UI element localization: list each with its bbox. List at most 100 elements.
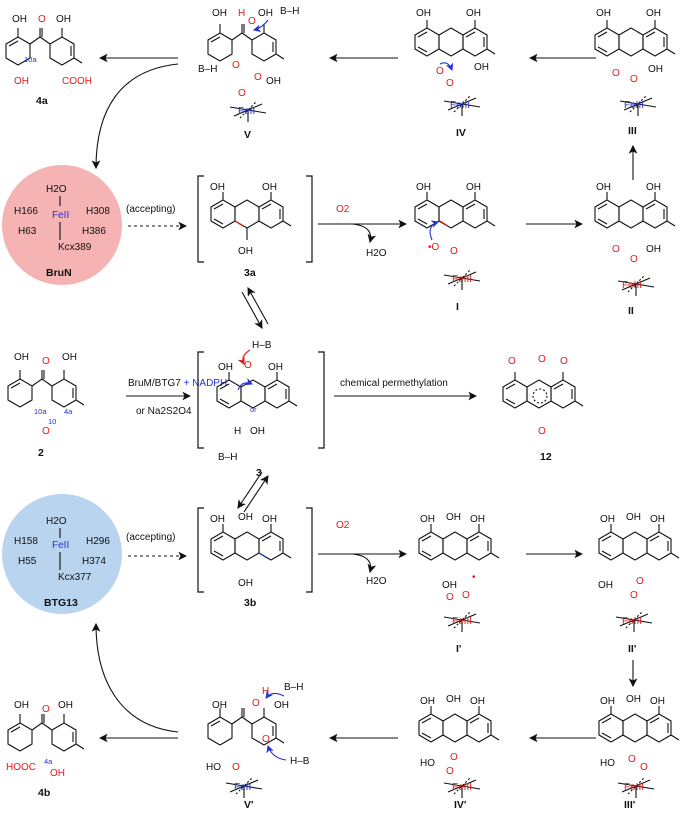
svg-text:OH: OH	[238, 246, 253, 257]
label-Vp: V'	[244, 799, 254, 811]
svg-text:FeII: FeII	[52, 540, 69, 551]
svg-text:10a: 10a	[34, 407, 47, 416]
svg-text:H374: H374	[82, 556, 106, 567]
svg-text:O: O	[612, 244, 620, 255]
svg-text:OH: OH	[416, 182, 431, 193]
svg-text:OH: OH	[646, 182, 661, 193]
svg-text:FeII: FeII	[52, 210, 69, 221]
reduce-line1: BruM/BTG7 + NADPH	[128, 378, 227, 389]
compound-IIp: OH OH OH OH O O FeIII II'	[598, 512, 680, 655]
label-IIIp: III'	[624, 799, 635, 811]
svg-text:or: or	[250, 405, 257, 414]
compound-4a: OH O OH 10a OH COOH 4a	[5, 14, 92, 107]
h2o-top: H2O	[366, 248, 387, 259]
svg-text:O: O	[252, 698, 260, 709]
compound-2: OH O OH 10a 4a 10 O 2	[7, 352, 85, 459]
svg-text:OH: OH	[210, 514, 225, 525]
svg-text:H166: H166	[14, 206, 38, 217]
label-3a: 3a	[244, 267, 256, 279]
arrow-to-BTG13	[91, 622, 179, 733]
svg-text:O: O	[262, 734, 270, 745]
svg-text:O: O	[630, 590, 638, 601]
svg-text:OH: OH	[238, 512, 253, 523]
compound-IVp: OH OH OH HO O O FeIII IV'	[418, 694, 500, 811]
svg-text:H308: H308	[86, 206, 110, 217]
svg-text:OH: OH	[474, 62, 489, 73]
svg-text:FeIII: FeIII	[452, 274, 472, 285]
svg-text:OH: OH	[442, 580, 457, 591]
svg-text:FeIII: FeIII	[622, 280, 642, 291]
enzyme-bruN: H2O H166 FeII H308 H63 H386 Kcx389 BruN	[2, 165, 122, 285]
label-4b: 4b	[38, 787, 50, 799]
svg-text:O: O	[244, 360, 252, 371]
svg-text:H63: H63	[18, 226, 37, 237]
svg-text:OH: OH	[268, 362, 283, 373]
svg-text:H158: H158	[14, 536, 38, 547]
svg-text:OH: OH	[466, 182, 481, 193]
svg-text:OH: OH	[646, 244, 661, 255]
svg-text:B–H: B–H	[284, 682, 303, 693]
svg-text:HO: HO	[420, 758, 435, 769]
svg-text:H55: H55	[18, 556, 37, 567]
svg-text:O: O	[508, 356, 516, 367]
h2o-bottom: H2O	[366, 576, 387, 587]
svg-text:4a: 4a	[64, 407, 73, 416]
reduce-line2: or Na2S2O4	[136, 406, 192, 417]
svg-text:OH: OH	[416, 8, 431, 19]
svg-text:O: O	[640, 762, 648, 773]
svg-text:B–H: B–H	[218, 452, 237, 463]
equilibrium-3a-3	[241, 287, 269, 329]
svg-text:H2O: H2O	[46, 516, 67, 527]
svg-text:OH: OH	[12, 14, 27, 25]
svg-text:OH: OH	[648, 64, 663, 75]
svg-text:OH: OH	[218, 362, 233, 373]
svg-text:O: O	[38, 14, 46, 25]
svg-text:OH: OH	[258, 8, 273, 19]
bruN-disc	[2, 165, 122, 285]
compound-Ip: OH OH OH OH • O O FeIII I'	[418, 512, 500, 655]
svg-text:COOH: COOH	[62, 76, 92, 87]
svg-text:OH: OH	[650, 514, 665, 525]
svg-text:OH: OH	[212, 700, 227, 711]
compound-3a: OH OH OH 3a	[197, 175, 313, 279]
svg-text:O: O	[446, 592, 454, 603]
svg-text:O: O	[446, 766, 454, 777]
svg-text:O: O	[538, 426, 546, 437]
svg-text:Kcx389: Kcx389	[58, 242, 92, 253]
o2-bottom: O2	[336, 520, 350, 531]
svg-text:FeII: FeII	[238, 106, 255, 117]
svg-text:FeIII: FeIII	[452, 616, 472, 627]
svg-text:FeIII: FeIII	[450, 100, 470, 111]
svg-text:OH: OH	[650, 696, 665, 707]
svg-text:O: O	[446, 78, 454, 89]
svg-text:OH: OH	[56, 14, 71, 25]
label-III: III	[628, 125, 637, 137]
svg-text:4a: 4a	[44, 757, 53, 766]
svg-text:OH: OH	[598, 580, 613, 591]
svg-text:FeIII: FeIII	[622, 616, 642, 627]
svg-text:OH: OH	[600, 514, 615, 525]
svg-text:H296: H296	[86, 536, 110, 547]
svg-text:O: O	[238, 88, 246, 99]
svg-text:OH: OH	[274, 700, 289, 711]
svg-text:OH: OH	[14, 76, 29, 87]
label-I: I	[456, 301, 459, 313]
svg-text:OH: OH	[262, 182, 277, 193]
svg-text:O: O	[462, 590, 470, 601]
svg-text:O: O	[450, 246, 458, 257]
label-II: II	[628, 305, 634, 317]
svg-text:O: O	[560, 356, 568, 367]
svg-text:O: O	[254, 72, 262, 83]
svg-text:OH: OH	[250, 426, 265, 437]
svg-text:OH: OH	[626, 512, 641, 523]
svg-text:OH: OH	[596, 8, 611, 19]
svg-text:10a: 10a	[24, 55, 37, 64]
compound-IV: OH OH O O OH FeIII IV	[414, 8, 496, 139]
svg-text:OH: OH	[212, 8, 227, 19]
label-V: V	[244, 129, 251, 141]
svg-text:OH: OH	[420, 514, 435, 525]
svg-text:OH: OH	[50, 768, 65, 779]
svg-text:FeIII: FeIII	[624, 782, 644, 793]
compound-II: OH OH O O OH FeIII II	[594, 182, 676, 317]
svg-text:O: O	[232, 60, 240, 71]
